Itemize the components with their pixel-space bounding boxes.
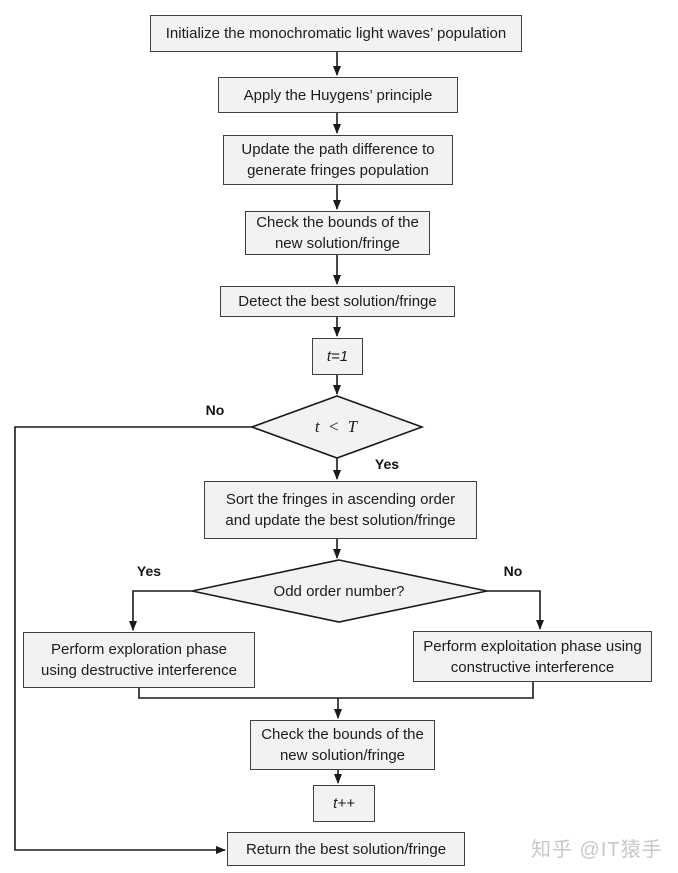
- node-return-best: Return the best solution/fringe: [227, 832, 465, 866]
- edge-oddcheck-no: [487, 590, 544, 630]
- node-t-increment-label: t++: [333, 795, 355, 812]
- node-exploration: Perform exploration phase using destruct…: [23, 632, 255, 688]
- decision-loop-check-label: t < T: [314, 417, 360, 436]
- decision-odd-check-shape: [191, 559, 488, 623]
- node-check-bounds-1: Check the bounds of the new solution/fri…: [245, 211, 430, 255]
- edge-oddcheck-yes: [129, 590, 192, 631]
- node-huygens: Apply the Huygens’ principle: [218, 77, 458, 113]
- node-exploration-label: Perform exploration phase using destruct…: [41, 641, 237, 679]
- node-update-path-label: Update the path difference to generate f…: [241, 141, 435, 179]
- node-update-path: Update the path difference to generate f…: [223, 135, 453, 185]
- branch-label-odd-yes: Yes: [136, 563, 162, 579]
- zhihu-watermark: 知乎 @IT猿手: [531, 839, 663, 861]
- node-t-init-label: t=1: [326, 348, 349, 365]
- edge-loopcheck-no-to-return: [14, 426, 252, 854]
- node-check-bounds-2: Check the bounds of the new solution/fri…: [250, 720, 435, 770]
- decision-loop-check-shape: [249, 395, 425, 459]
- node-exploitation: Perform exploitation phase using constru…: [413, 631, 652, 682]
- branch-label-odd-no: No: [503, 563, 523, 579]
- node-exploitation-label: Perform exploitation phase using constru…: [423, 637, 642, 676]
- node-t-increment: t++: [313, 785, 375, 822]
- node-return-best-label: Return the best solution/fringe: [245, 840, 447, 858]
- edge-exploitation-merge: [338, 682, 534, 699]
- edge-exploration-merge: [138, 688, 338, 699]
- node-sort-label: Sort the fringes in ascending order and …: [225, 491, 456, 529]
- node-check-bounds-1-label: Check the bounds of the new solution/fri…: [256, 214, 419, 252]
- node-init-label: Initialize the monochromatic light waves…: [165, 25, 507, 42]
- node-init: Initialize the monochromatic light waves…: [150, 15, 522, 52]
- node-huygens-label: Apply the Huygens’ principle: [243, 86, 433, 104]
- decision-odd-check-label: Odd order number?: [273, 582, 405, 600]
- node-detect-best-label: Detect the best solution/fringe: [238, 293, 437, 310]
- node-check-bounds-2-label: Check the bounds of the new solution/fri…: [261, 726, 424, 764]
- branch-label-loop-no: No: [205, 402, 225, 418]
- node-sort: Sort the fringes in ascending order and …: [204, 481, 477, 539]
- node-detect-best: Detect the best solution/fringe: [220, 286, 455, 317]
- node-t-init: t=1: [312, 338, 363, 375]
- branch-label-loop-yes: Yes: [374, 456, 400, 472]
